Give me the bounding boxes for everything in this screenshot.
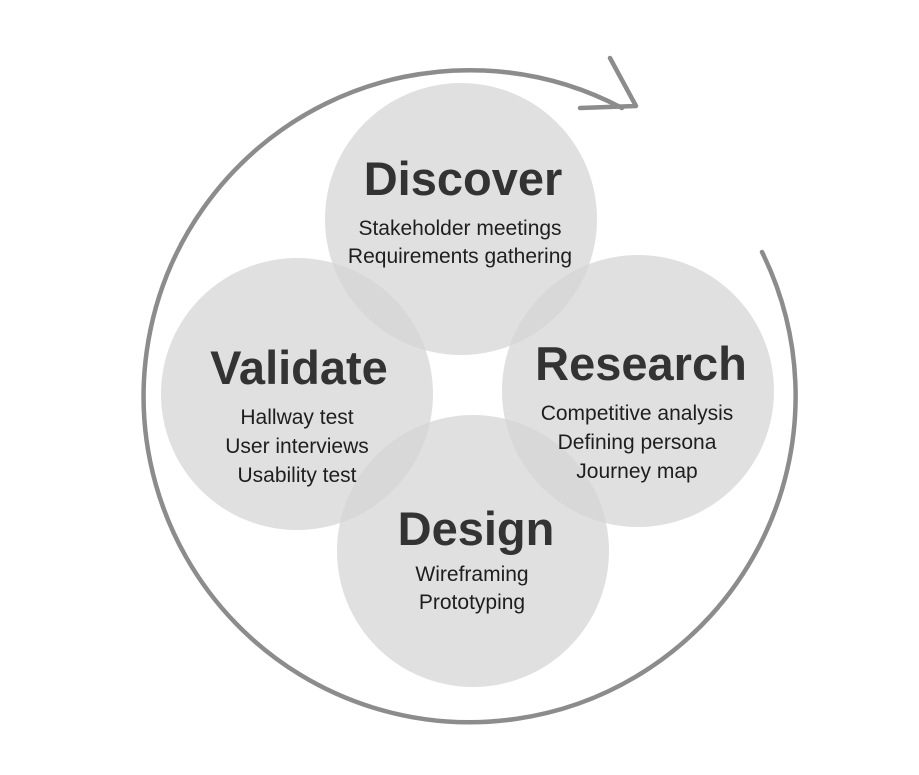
stage-design: Design Wireframing Prototyping [398, 502, 555, 614]
validate-item-2: User interviews [225, 435, 369, 458]
cycle-arrowhead [577, 55, 639, 111]
research-item-3: Journey map [576, 460, 697, 483]
stage-circles [161, 83, 774, 687]
validate-item-1: Hallway test [240, 406, 353, 429]
research-title: Research [535, 337, 747, 390]
discover-item-1: Stakeholder meetings [358, 217, 561, 240]
validate-item-3: Usability test [237, 464, 356, 487]
stage-validate: Validate Hallway test User interviews Us… [210, 341, 388, 487]
cycle-arrow-ring [141, 68, 798, 725]
research-item-2: Defining persona [558, 431, 717, 454]
design-circle [337, 415, 609, 687]
cycle-arrow-icon [141, 55, 798, 725]
design-item-1: Wireframing [415, 563, 528, 586]
stage-discover: Discover Stakeholder meetings Requiremen… [348, 152, 572, 268]
research-item-1: Competitive analysis [541, 402, 734, 425]
discover-title: Discover [364, 152, 563, 205]
validate-circle [161, 258, 433, 530]
stage-research: Research Competitive analysis Defining p… [535, 337, 747, 483]
discover-item-2: Requirements gathering [348, 245, 572, 268]
design-item-2: Prototyping [419, 591, 525, 614]
validate-title: Validate [210, 341, 388, 394]
design-title: Design [398, 502, 555, 555]
discover-circle [325, 83, 597, 355]
